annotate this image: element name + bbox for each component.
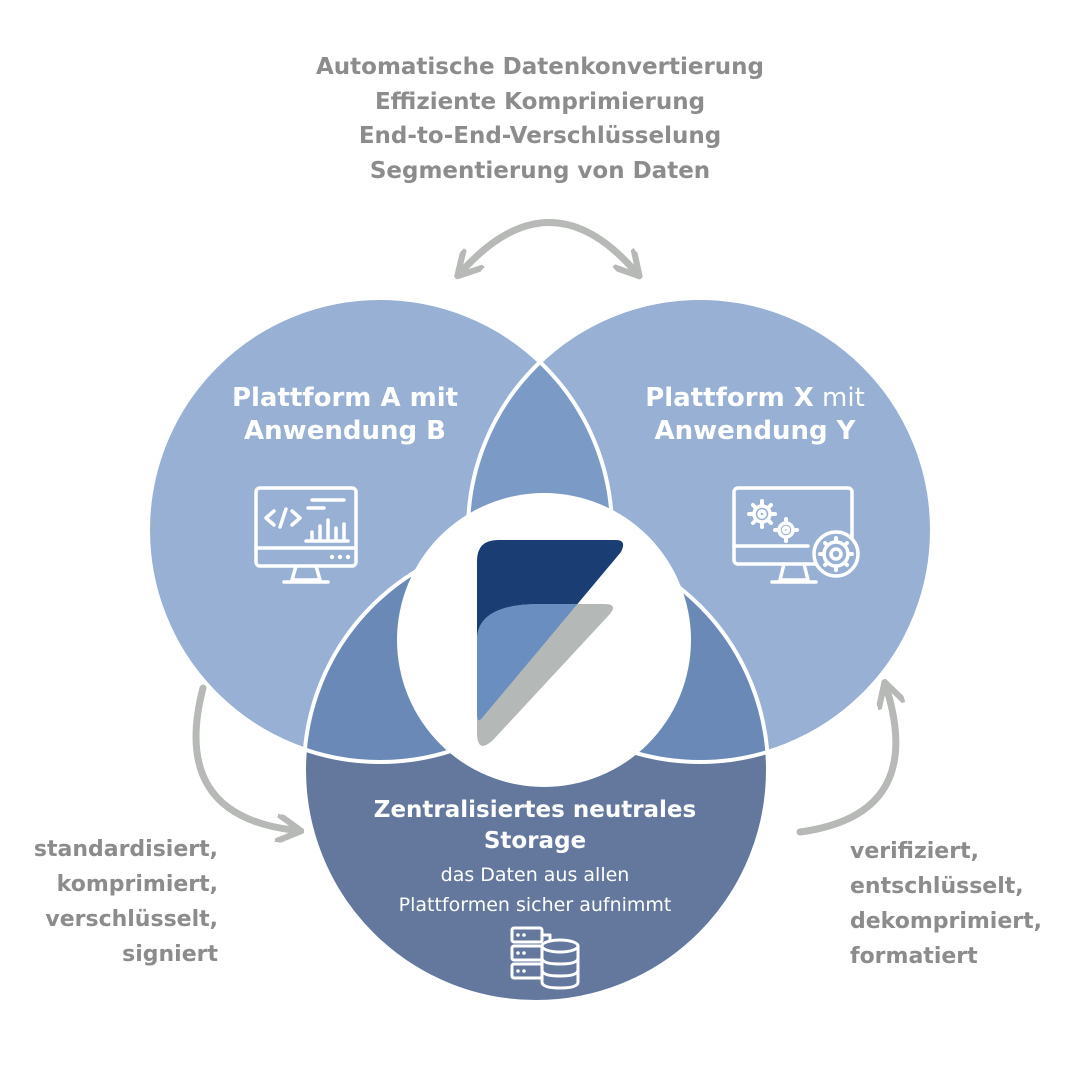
storage-description-line1: das Daten aus allen xyxy=(440,864,630,886)
platform-a-label: Plattform A mit Anwendung B xyxy=(200,382,490,448)
process-arrows xyxy=(192,219,896,836)
feature-item: Segmentierung von Daten xyxy=(369,157,711,184)
storage-description: das Daten aus allen Plattformen sicher a… xyxy=(345,860,725,920)
storage-title: Zentralisiertes neutrales Storage xyxy=(330,795,740,857)
left-step: signiert xyxy=(122,942,218,967)
right-step: formatiert xyxy=(850,944,978,969)
server-database-icon xyxy=(510,926,580,990)
storage-title-line2: Storage xyxy=(483,828,587,854)
left-step: verschlüsselt, xyxy=(45,907,218,932)
right-step: entschlüsselt, xyxy=(850,874,1024,899)
top-bidirectional-arrow xyxy=(463,219,634,271)
left-step: komprimiert, xyxy=(56,872,218,897)
storage-title-line1: Zentralisiertes neutrales xyxy=(373,797,697,823)
platform-x-line2: Anwendung Y xyxy=(654,416,856,446)
platform-x-label: Plattform X mit Anwendung Y xyxy=(610,382,900,448)
right-step: verifiziert, xyxy=(850,839,979,864)
left-step: standardisiert, xyxy=(33,837,218,862)
feature-item: Effiziente Komprimierung xyxy=(374,88,706,115)
platform-a-line1: Plattform A mit xyxy=(231,383,459,413)
feature-list: Automatische Datenkonvertierung Effizien… xyxy=(240,50,840,188)
feature-item: End-to-End-Verschlüsselung xyxy=(358,123,722,149)
platform-x-line1: Plattform X mit xyxy=(610,382,900,415)
storage-description-line2: Plattformen sicher aufnimmt xyxy=(398,894,672,916)
platform-a-line2: Anwendung B xyxy=(244,416,446,446)
left-step-list: standardisiert, komprimiert, verschlüsse… xyxy=(10,832,218,972)
right-step: dekomprimiert, xyxy=(850,909,1042,934)
platform-x-connector: mit xyxy=(822,383,865,413)
platform-x-name: Plattform X xyxy=(645,383,814,413)
brand-logo-icon xyxy=(477,540,624,746)
left-arrow-to-storage xyxy=(192,684,293,830)
code-analytics-monitor-icon xyxy=(254,486,358,584)
right-arrow-from-storage xyxy=(796,690,896,836)
right-step-list: verifiziert, entschlüsselt, dekomprimier… xyxy=(850,834,1075,974)
settings-monitor-icon xyxy=(732,486,860,584)
feature-item: Automatische Datenkonvertierung xyxy=(315,54,765,80)
